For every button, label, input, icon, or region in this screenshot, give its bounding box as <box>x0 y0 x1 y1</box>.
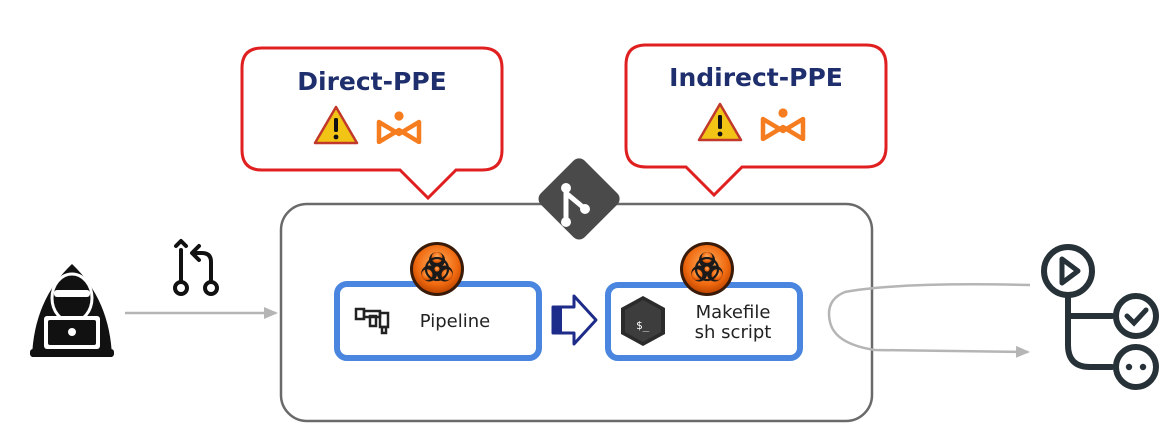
biohazard-icon <box>409 241 465 297</box>
script-node: $_ Makefile sh script <box>605 282 803 361</box>
callout-title-indirect: Indirect-PPE <box>669 63 843 92</box>
pipeline-label: Pipeline <box>420 311 490 332</box>
biohazard-icon <box>679 241 735 297</box>
callout-direct-ppe: Direct-PPE <box>240 46 504 201</box>
git-logo-icon <box>538 158 620 240</box>
pipeline-node: Pipeline <box>334 281 542 361</box>
callout-indirect-ppe: Indirect-PPE <box>624 43 888 198</box>
pending-dots-icon <box>1125 363 1147 371</box>
terminal-icon: $_ <box>621 296 665 346</box>
pull-request-icon <box>173 239 219 296</box>
hacker-laptop-icon <box>30 264 114 357</box>
script-label-line1: Makefile <box>696 302 771 323</box>
script-label-line2: sh script <box>695 322 772 343</box>
pipeline-pipes-icon <box>354 307 390 335</box>
github-actions-workflow-icon <box>1041 244 1159 390</box>
trigger-arrow <box>827 283 1031 358</box>
callout-title-direct: Direct-PPE <box>297 67 446 96</box>
svg-text:$_: $_ <box>636 319 650 332</box>
